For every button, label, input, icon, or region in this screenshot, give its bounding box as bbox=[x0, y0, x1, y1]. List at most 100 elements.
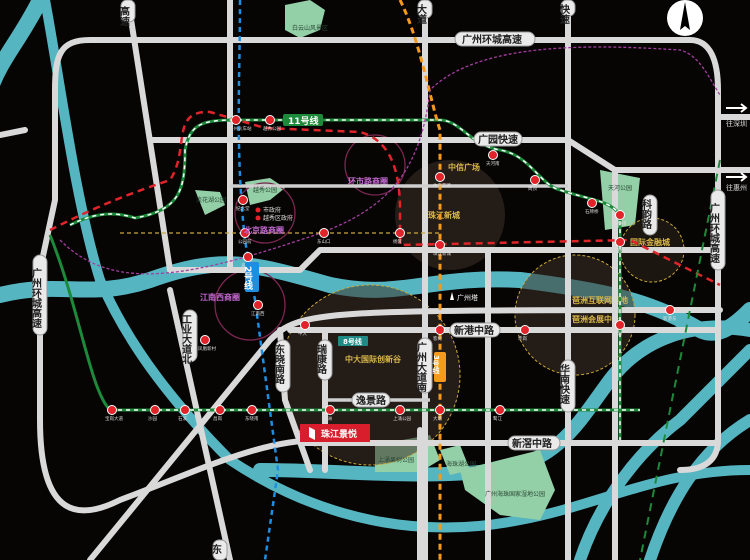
line8-route bbox=[48, 234, 640, 412]
star-icon bbox=[255, 207, 261, 213]
metro-station: 琶洲 bbox=[613, 320, 625, 337]
metro-station: 万胜围 bbox=[613, 237, 627, 254]
tianhe-label: 天河公园 bbox=[608, 184, 632, 192]
keyun-tag bbox=[642, 194, 658, 236]
line4-route bbox=[639, 159, 721, 560]
xingang-tag bbox=[449, 322, 501, 338]
metro-station: 越秀公园 bbox=[263, 115, 281, 132]
ring-left-tag bbox=[32, 254, 48, 336]
citic-label: 中信广场 bbox=[448, 162, 480, 172]
river-east bbox=[644, 414, 750, 560]
metro-station-icon bbox=[435, 325, 445, 335]
city-gov-label: 市政府 bbox=[263, 206, 281, 214]
metro-station: 江南西 bbox=[251, 300, 265, 317]
guangyuan-kuaisu bbox=[147, 137, 750, 173]
station-label: 公园前 bbox=[238, 238, 252, 245]
ring-top-label: 广州环城高速 bbox=[462, 33, 522, 46]
dong-label: 东 bbox=[210, 543, 222, 555]
metro-station-icon bbox=[615, 320, 625, 330]
station-label: 沙园 bbox=[148, 416, 157, 422]
station-label: 昌岗 bbox=[213, 415, 222, 422]
road-labels: 广州环城高速 广州环城高速 广州环城高速 高速 大道 快速 广园快速 11号线 … bbox=[30, 0, 726, 560]
yijing-tag bbox=[351, 392, 391, 408]
gaosu-road bbox=[125, 0, 173, 273]
metro-station: 昌岗 bbox=[213, 405, 225, 422]
metro-station-icon bbox=[587, 198, 597, 208]
metro-station-icon bbox=[243, 252, 253, 262]
project-marker: 珠江景悦 bbox=[300, 424, 370, 442]
metro-station-icon bbox=[495, 405, 505, 415]
station-label: 中大 bbox=[298, 330, 307, 337]
metro-station: 鹭江 bbox=[493, 405, 505, 422]
ring-right-tag bbox=[710, 189, 726, 271]
dongxiao-tag bbox=[275, 339, 291, 393]
ring-road-west bbox=[37, 87, 323, 514]
baiyun-label: 白云山风景区 bbox=[292, 24, 328, 32]
station-label: 纪念堂 bbox=[236, 205, 250, 212]
metro-station-icon bbox=[520, 325, 530, 335]
line8-label: 8号线 bbox=[343, 337, 362, 346]
line11-label: 11号线 bbox=[288, 115, 319, 127]
metro-station-icon bbox=[530, 175, 540, 185]
metro-station-icon bbox=[395, 405, 405, 415]
wetland-label: 广州海珠国家湿地公园 bbox=[485, 490, 545, 498]
station-label: 大塘 bbox=[433, 415, 442, 422]
to-huizhou-label: 往惠州 bbox=[726, 183, 747, 192]
gzdadao-label: 广州大道南 bbox=[415, 341, 428, 393]
xingang-label: 新港中路 bbox=[454, 324, 495, 337]
metro-station-icon bbox=[435, 405, 445, 415]
shangyong-label: 上涌果树公园 bbox=[378, 456, 414, 464]
line3-route bbox=[398, 0, 442, 560]
metro-station-icon bbox=[180, 405, 190, 415]
directions: 往深圳 往惠州 bbox=[726, 103, 748, 192]
canton-tower-label: 广州塔 bbox=[457, 293, 478, 302]
station-label: 东晓南 bbox=[245, 415, 259, 422]
metro-station: 赤岗 bbox=[518, 325, 530, 342]
liuhua-label: 流花湖公园 bbox=[196, 196, 226, 204]
metro-station-icon bbox=[150, 405, 160, 415]
station-label: 石溪 bbox=[178, 415, 187, 422]
huanan-label: 华南快速 bbox=[558, 363, 571, 405]
river-northwest bbox=[0, 0, 48, 87]
yuexiu-gov-label: 越秀区政府 bbox=[263, 214, 293, 222]
industry-tag bbox=[182, 309, 198, 363]
kuaisu-tag bbox=[560, 0, 576, 17]
tianhe-park bbox=[600, 170, 640, 230]
ring-road bbox=[52, 37, 721, 473]
line2-route bbox=[237, 0, 280, 560]
guangyuan-label: 广园快速 bbox=[478, 133, 518, 146]
station-label: 广州火车站 bbox=[229, 125, 252, 132]
haizhu-lake-park bbox=[440, 445, 470, 475]
station-label: 珠江新城 bbox=[433, 250, 451, 257]
ruikang-tag bbox=[317, 339, 333, 381]
metro-station-icon bbox=[665, 305, 675, 315]
arrow-right-icon bbox=[726, 103, 748, 113]
project-box bbox=[300, 424, 370, 442]
metro-station-icon bbox=[240, 228, 250, 238]
metro-station-icon bbox=[231, 115, 241, 125]
station-label: 琶洲 bbox=[613, 331, 622, 337]
station-label: 东山口 bbox=[317, 238, 331, 245]
metro-station: 东晓南 bbox=[245, 405, 259, 422]
baiyun-park bbox=[285, 0, 325, 38]
station-label: 南洲 bbox=[323, 415, 332, 422]
project-name: 珠江景悦 bbox=[321, 428, 357, 440]
industry-label: 工业大道北 bbox=[180, 314, 192, 365]
station-label: 体育西路 bbox=[433, 182, 451, 189]
metro-station-icon bbox=[615, 210, 625, 220]
xinjiao-label: 新滘中路 bbox=[512, 437, 553, 450]
station-label: 上涌公园 bbox=[393, 415, 411, 422]
zhongda-label: 中大国际创新谷 bbox=[345, 354, 402, 364]
metro-station: 石溪 bbox=[178, 405, 190, 422]
pazhou-expo-label: 琶洲会展中心 bbox=[572, 314, 620, 324]
station-label: 江南西 bbox=[251, 310, 265, 317]
station-label: 杨箕 bbox=[393, 238, 402, 245]
metro-station: 珠江新城 bbox=[433, 240, 451, 257]
metro-station-icon bbox=[395, 228, 405, 238]
metro-station-icon bbox=[325, 405, 335, 415]
metro-station: 凤凰新村 bbox=[198, 335, 216, 352]
pazhou-zone bbox=[514, 254, 636, 376]
